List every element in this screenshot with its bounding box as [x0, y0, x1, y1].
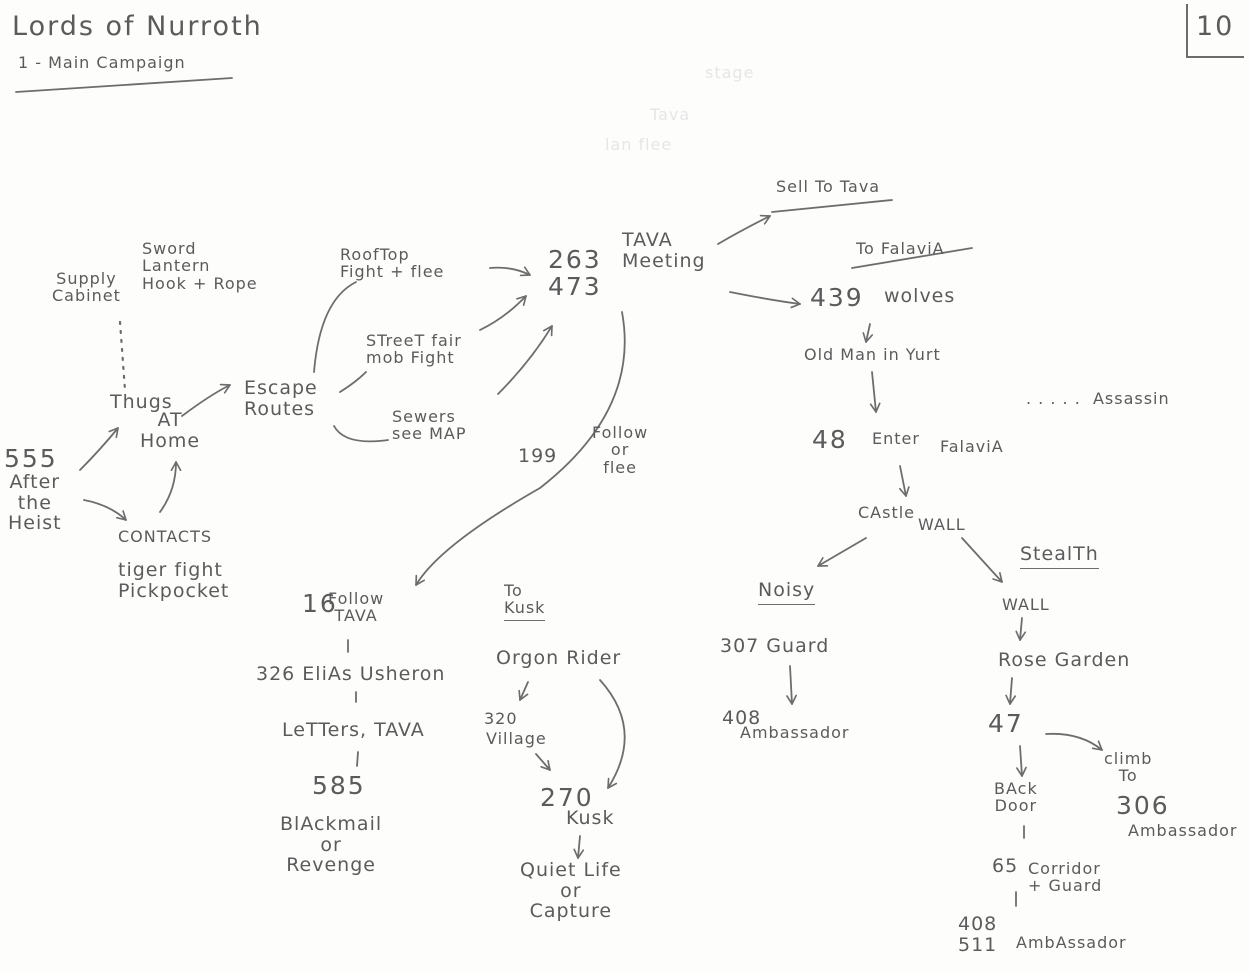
curve-escape-to-rooftop	[313, 281, 357, 373]
arrow-wall-to-rose	[1015, 617, 1027, 641]
page-number-box	[1186, 4, 1244, 58]
curve-escape-to-street	[339, 371, 367, 393]
arrow-street-to-meeting	[479, 295, 527, 331]
tick-letters-blackmail	[356, 751, 359, 767]
orgon-rider: Orgon Rider	[496, 647, 622, 669]
assassin: . . . . . Assassin	[1026, 389, 1170, 408]
arrow-meeting-to-sell	[717, 214, 771, 245]
guard: 307 Guard	[720, 635, 830, 657]
arrow-rider-to-village	[518, 681, 529, 701]
wolves-number: 439	[810, 283, 864, 312]
enter-number: 48	[812, 425, 848, 454]
arrow-sewers-to-meeting	[497, 325, 553, 395]
page-subtitle: 1 - Main Campaign	[18, 53, 186, 72]
node-47: 47	[988, 709, 1024, 738]
ghost-text: Tava	[650, 105, 691, 124]
corridor-guard: Corridor + Guard	[1028, 859, 1103, 896]
arrow-castle-to-noisy	[817, 537, 867, 567]
sell-underline	[771, 199, 893, 213]
to-kusk: To Kusk	[504, 582, 546, 621]
ambassador-408-label: Ambassador	[740, 723, 850, 742]
dotted-supply-link	[118, 320, 127, 392]
follow-tava-number: 16	[302, 589, 338, 618]
climb-number: 306	[1116, 791, 1170, 820]
noisy: Noisy	[758, 580, 816, 605]
arrow-kusk-to-quiet	[573, 835, 585, 859]
arrow-contacts-to-thugs	[159, 461, 182, 513]
back-door: BAck Door	[994, 779, 1038, 816]
route-sewers: Sewers see MAP	[392, 407, 467, 444]
arrow-meeting-to-follow-tava	[415, 311, 626, 586]
supply-cabinet: Supply Cabinet	[52, 269, 121, 306]
follow-or-flee: Follow or flee	[592, 423, 649, 477]
arrow-wolves-to-oldman	[862, 323, 874, 343]
wolves-label: wolves	[884, 285, 956, 307]
castle: CAstle	[858, 503, 916, 522]
kusk-label: Kusk	[566, 807, 615, 829]
village-label: Village	[486, 729, 547, 748]
enter-label: Enter	[872, 429, 920, 448]
arrow-47-to-climb	[1045, 732, 1103, 751]
arrow-start-to-thugs	[79, 427, 119, 471]
start-number: 555	[4, 444, 58, 473]
corridor-number: 65	[992, 855, 1019, 877]
stealth: StealTh	[1020, 544, 1099, 569]
enter-place: FalaviA	[940, 437, 1004, 456]
thugs-subtitle: AT Home	[140, 409, 201, 452]
arrow-oldman-to-enter	[869, 371, 881, 413]
thugs-title: Thugs	[110, 391, 173, 413]
supply-items: Sword Lantern Hook + Rope	[142, 239, 258, 293]
climb-ambassador: Ambassador	[1128, 821, 1238, 840]
arrow-rider-to-kusk	[599, 679, 626, 789]
blackmail-or-revenge: BlAckmail or Revenge	[280, 813, 383, 877]
contacts-title: CONTACTS	[118, 527, 213, 546]
kusk-number: 270	[540, 783, 594, 812]
arrow-village-to-kusk	[535, 753, 551, 771]
page-title: Lords of Nurroth	[12, 11, 263, 42]
follow-number: 199	[518, 445, 558, 467]
blackmail-number: 585	[312, 771, 366, 800]
arrow-enter-to-castle	[899, 465, 910, 497]
arrow-thugs-to-escape	[181, 383, 231, 417]
village-number: 320	[484, 709, 518, 728]
route-street-fair: STreeT fair mob Fight	[366, 331, 462, 368]
arrow-47-to-backdoor	[1016, 745, 1027, 777]
escape-routes: Escape Routes	[244, 377, 318, 420]
arrow-rooftop-to-meeting	[489, 266, 531, 277]
final-ambassador: AmbAssador	[1016, 933, 1127, 952]
falavia-underline	[851, 247, 973, 269]
climb-to: climb To	[1104, 749, 1153, 786]
sell-to-tava: Sell To Tava	[776, 177, 881, 196]
arrow-start-to-contacts	[83, 499, 127, 521]
meeting-numbers: 263 473	[548, 245, 602, 301]
page-number: 10	[1196, 11, 1235, 42]
arrow-guard-to-ambassador	[786, 665, 797, 705]
arrow-meeting-to-wolves	[729, 291, 801, 309]
route-rooftop: RoofTop Fight + flee	[340, 245, 445, 282]
follow-tava-label: Follow TAVA	[328, 589, 385, 626]
start-label: After the Heist	[8, 471, 62, 535]
final-numbers: 408 511	[958, 913, 998, 956]
arrow-castle-to-stealth	[961, 537, 1003, 583]
castle-wall: WALL	[918, 515, 966, 534]
title-underline	[15, 77, 233, 93]
old-man-in-yurt: Old Man in Yurt	[804, 345, 941, 364]
arrow-rose-to-47	[1005, 677, 1017, 705]
contacts-items: tiger fight Pickpocket	[118, 559, 230, 602]
ambassador-408-number: 408	[722, 707, 762, 729]
elias-usheron: 326 EliAs Usheron	[256, 663, 446, 685]
ghost-text: stage	[705, 63, 755, 82]
to-falavia: To FalaviA	[856, 239, 945, 258]
wall: WALL	[1002, 595, 1050, 614]
ghost-text: lan flee	[605, 135, 673, 154]
letters-tava: LeTTers, TAVA	[282, 719, 425, 741]
quiet-life-or-capture: Quiet Life or Capture	[520, 859, 622, 923]
curve-escape-to-sewers	[333, 425, 389, 443]
rose-garden: Rose Garden	[998, 649, 1131, 671]
meeting-label: TAVA Meeting	[622, 229, 706, 272]
